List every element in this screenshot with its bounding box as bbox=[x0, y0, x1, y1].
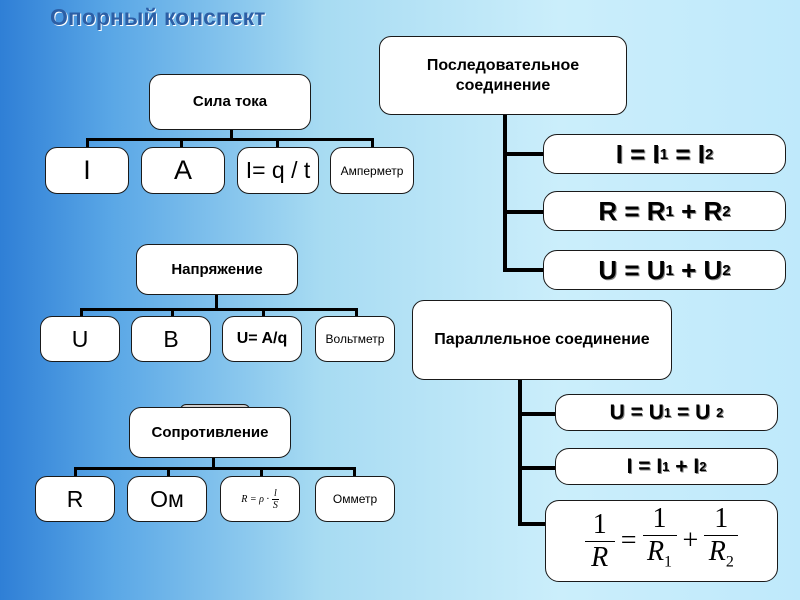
voltage-formula: U= A/q bbox=[236, 330, 288, 347]
voltage-node: Напряжение bbox=[136, 244, 298, 295]
voltage-symbol-node: U bbox=[40, 316, 120, 362]
voltage-device: Вольтметр bbox=[325, 332, 385, 346]
connector bbox=[503, 152, 545, 156]
resistance-formula: R = ρ · l S bbox=[241, 487, 279, 511]
connector bbox=[518, 522, 548, 526]
connector bbox=[262, 308, 265, 317]
voltage-label: Напряжение bbox=[171, 260, 263, 278]
current-node: Сила тока bbox=[149, 74, 311, 130]
connector bbox=[167, 467, 170, 477]
connector bbox=[353, 467, 356, 477]
resistance-formula-node: R = ρ · l S bbox=[220, 476, 300, 522]
resistance-unit-node: Ом bbox=[127, 476, 207, 522]
connector bbox=[260, 467, 263, 477]
resistance-device: Омметр bbox=[332, 492, 378, 506]
voltage-symbol: U bbox=[71, 325, 89, 352]
current-unit: А bbox=[173, 155, 192, 185]
connector bbox=[215, 295, 218, 310]
resistance-label: Сопротивление bbox=[151, 423, 269, 441]
connector bbox=[74, 467, 77, 477]
resistance-symbol-node: R bbox=[35, 476, 115, 522]
current-formula-node: I= q / t bbox=[237, 147, 319, 194]
resistance-unit: Ом bbox=[150, 485, 184, 512]
connector bbox=[80, 308, 358, 311]
resistance-symbol: R bbox=[66, 485, 84, 512]
resistance-node: Сопротивление bbox=[129, 407, 291, 458]
connector bbox=[503, 268, 545, 272]
connector bbox=[371, 138, 374, 148]
connector bbox=[518, 466, 556, 470]
connector bbox=[276, 138, 279, 148]
connector bbox=[212, 458, 215, 468]
connector bbox=[355, 308, 358, 317]
voltage-device-node: Вольтметр bbox=[315, 316, 395, 362]
current-label: Сила тока bbox=[192, 93, 268, 110]
connector bbox=[171, 308, 174, 317]
voltage-unit: В bbox=[163, 325, 179, 352]
series-node: Последовательное соединение bbox=[379, 36, 627, 115]
connector bbox=[518, 378, 522, 526]
connector bbox=[503, 210, 545, 214]
current-device: Амперметр bbox=[340, 163, 404, 178]
connector bbox=[86, 138, 89, 148]
connector bbox=[180, 138, 183, 148]
voltage-formula-node: U= A/q bbox=[222, 316, 302, 362]
parallel-resistance-formula: 1 R = 1 R1 + 1 R2 bbox=[545, 500, 778, 582]
current-symbol: I bbox=[83, 155, 91, 185]
connector bbox=[80, 308, 83, 317]
current-formula: I= q / t bbox=[245, 157, 311, 183]
connector bbox=[86, 138, 374, 141]
current-unit-node: А bbox=[141, 147, 225, 194]
current-device-node: Амперметр bbox=[330, 147, 414, 194]
connector bbox=[503, 112, 507, 272]
parallel-label: Параллельное соединение bbox=[434, 331, 650, 348]
voltage-unit-node: В bbox=[131, 316, 211, 362]
parallel-node: Параллельное соединение bbox=[412, 300, 672, 380]
resistance-device-node: Омметр bbox=[315, 476, 395, 522]
current-symbol-node: I bbox=[45, 147, 129, 194]
connector bbox=[518, 412, 556, 416]
connector bbox=[230, 130, 233, 140]
connector bbox=[74, 467, 356, 470]
page-title: Опорный конспект bbox=[50, 4, 266, 30]
series-label: Последовательное соединение bbox=[426, 56, 580, 94]
